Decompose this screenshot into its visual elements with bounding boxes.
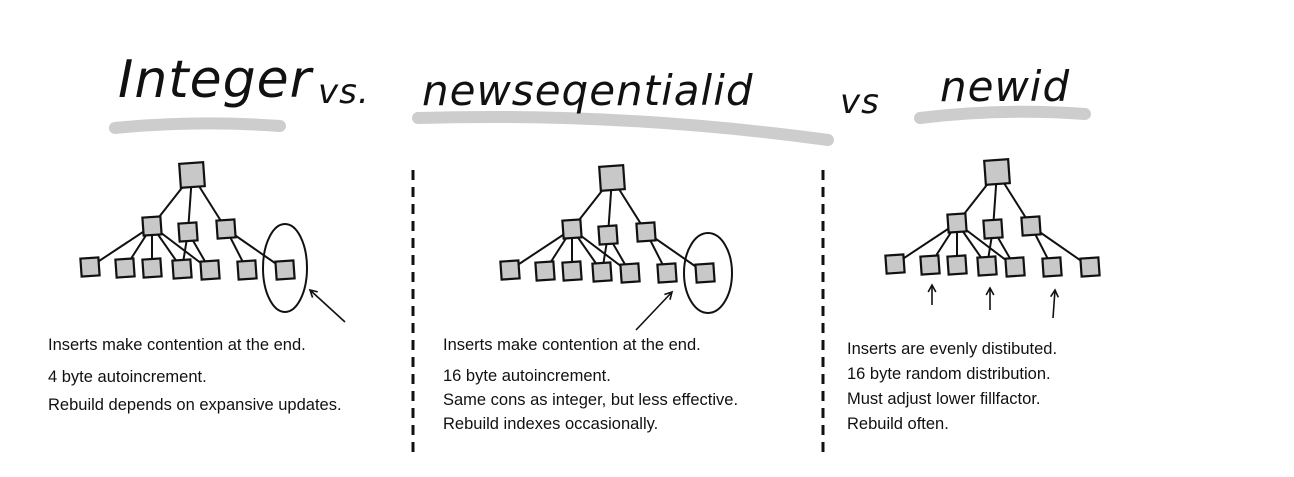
tree-edge: [89, 225, 153, 268]
arrow-icon: [309, 289, 346, 323]
branch-node: [982, 218, 1004, 240]
highlight-circle: [683, 232, 733, 314]
note-line: 16 byte random distribution.: [847, 365, 1051, 383]
note-line: Inserts make contention at the end.: [443, 336, 701, 354]
leaf-node: [199, 259, 221, 281]
leaf-node: [1079, 256, 1101, 278]
note-line: Rebuild depends on expansive updates.: [48, 396, 342, 414]
arrowhead: [664, 290, 674, 300]
leaf-node: [114, 257, 136, 279]
tree-edge: [509, 228, 573, 271]
note-line: Same cons as integer, but less effective…: [443, 391, 739, 409]
leaf-node: [619, 262, 641, 284]
title-newsequentialid: newseqentialid: [422, 66, 754, 115]
leaf-node: [236, 259, 258, 281]
leaf-node: [694, 262, 716, 284]
leaf-node: [884, 253, 906, 275]
title-vs-1: vs.: [318, 72, 370, 112]
root-node: [178, 161, 206, 189]
note-line: 4 byte autoincrement.: [48, 368, 207, 386]
highlight-circle: [262, 223, 308, 313]
arrowhead: [308, 288, 318, 298]
branch-node: [141, 215, 163, 237]
leaf-node: [274, 259, 296, 281]
leaf-node: [591, 261, 613, 283]
note-line: Inserts make contention at the end.: [48, 336, 306, 354]
root-node: [983, 158, 1011, 186]
leaf-node: [919, 254, 941, 276]
note-line: Rebuild indexes occasionally.: [443, 415, 659, 433]
column-dividers: [411, 170, 825, 452]
branch-node: [177, 221, 199, 243]
arrowhead: [927, 283, 937, 293]
branch-node: [215, 218, 237, 240]
b-tree: [884, 158, 1101, 319]
arrow-icon: [1052, 289, 1056, 319]
arrowhead: [985, 286, 995, 296]
leaf-node: [171, 258, 193, 280]
b-tree-diagrams: [79, 158, 1101, 331]
leaf-node: [656, 262, 678, 284]
note-line: Must adjust lower fillfactor.: [847, 390, 1041, 408]
title-underlines: [109, 105, 1091, 146]
title-integer: Integer: [118, 50, 313, 110]
underline-stroke: [412, 110, 834, 146]
leaf-node: [1041, 256, 1063, 278]
root-node: [598, 164, 626, 192]
title-vs-2: vs: [840, 82, 880, 122]
leaf-node: [141, 257, 163, 279]
underline-stroke: [109, 117, 286, 134]
leaf-node: [79, 256, 101, 278]
leaf-node: [1004, 256, 1026, 278]
underline-stroke: [914, 105, 1091, 124]
b-tree: [79, 161, 346, 323]
leaf-node: [499, 259, 521, 281]
branch-node: [597, 224, 619, 246]
note-line: Rebuild often.: [847, 415, 949, 433]
leaf-node: [561, 260, 583, 282]
title-newid: newid: [940, 62, 1071, 111]
tree-edge: [894, 222, 958, 265]
arrow-icon: [635, 291, 673, 331]
branch-node: [635, 221, 657, 243]
leaf-node: [976, 255, 998, 277]
note-line: 16 byte autoincrement.: [443, 367, 611, 385]
b-tree: [499, 164, 733, 331]
leaf-node: [534, 260, 556, 282]
arrowhead: [1050, 288, 1060, 298]
leaf-node: [946, 254, 968, 276]
note-line: Inserts are evenly distibuted.: [847, 340, 1058, 358]
branch-node: [561, 218, 583, 240]
branch-node: [1020, 215, 1042, 237]
branch-node: [946, 212, 968, 234]
